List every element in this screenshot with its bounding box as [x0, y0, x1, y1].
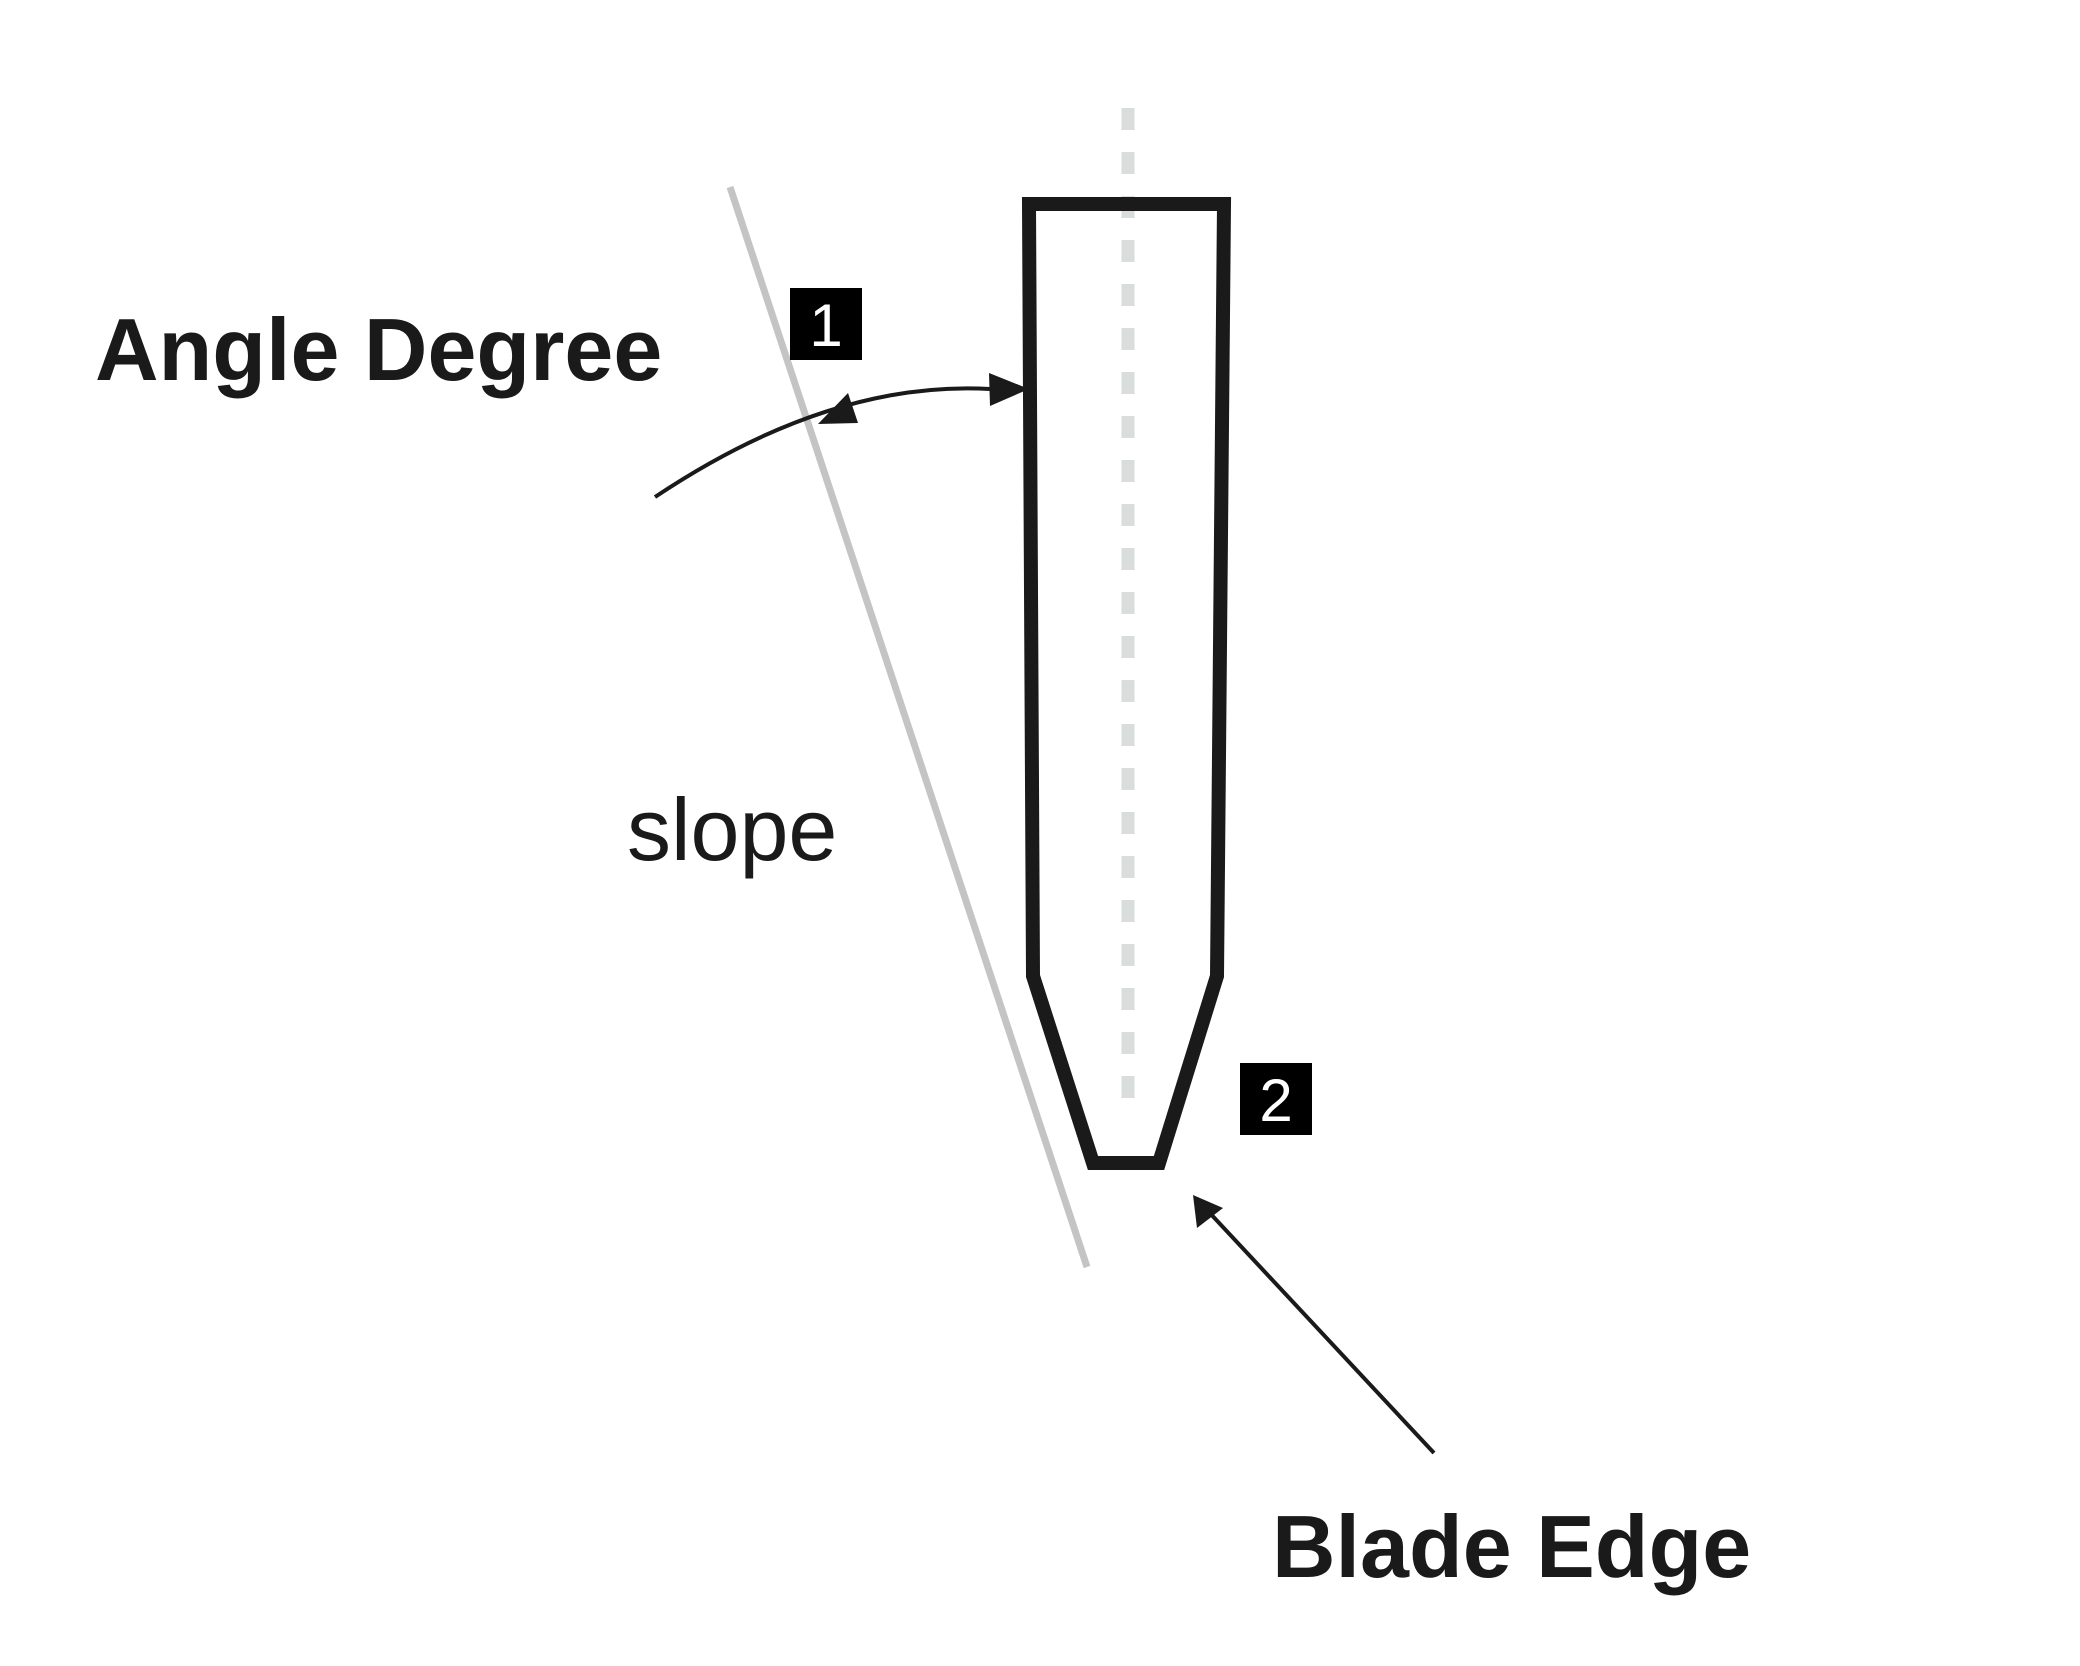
- badge-1: 1: [790, 288, 862, 360]
- badge-1-box: [790, 288, 862, 360]
- badge-2: 2: [1240, 1063, 1312, 1135]
- blade-edge-label: Blade Edge: [1272, 1497, 1751, 1596]
- angle-arc: [653, 386, 991, 499]
- blade-edge-pointer: [1205, 1208, 1436, 1455]
- slope-line: [726, 185, 1091, 1269]
- blade-edge-arrowhead: [1193, 1195, 1223, 1228]
- badge-1-text: 1: [809, 292, 842, 359]
- angle-arrowhead-right: [989, 373, 1029, 406]
- angle-arrowhead-left: [818, 393, 858, 424]
- angle-degree-label: Angle Degree: [95, 300, 662, 399]
- badge-2-box: [1240, 1063, 1312, 1135]
- blade-outline: [1021, 197, 1232, 1170]
- badge-2-text: 2: [1259, 1067, 1292, 1134]
- slope-label: slope: [627, 780, 837, 879]
